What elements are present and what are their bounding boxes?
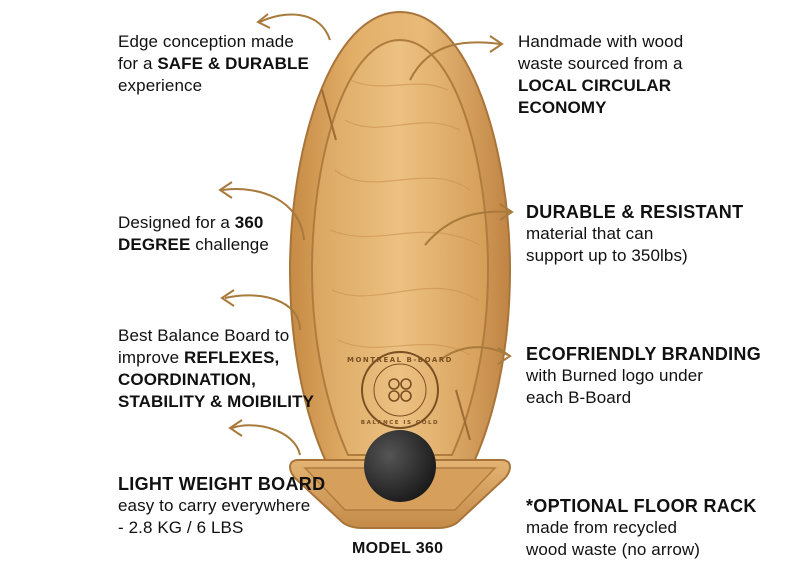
light-line2: - 2.8 KG / 6 LBS	[118, 518, 244, 537]
callout-durable: DURABLE & RESISTANT material that can su…	[526, 201, 743, 267]
wood-grain	[329, 79, 481, 356]
light-heading: LIGHT WEIGHT BOARD	[118, 474, 326, 494]
rack-line2: wood waste (no arrow)	[526, 540, 701, 559]
curved-arrow-icon	[409, 41, 501, 81]
curved-arrow-icon	[221, 188, 305, 241]
rack-line1: made from recycled	[526, 518, 678, 537]
callout-rack: *OPTIONAL FLOOR RACK made from recycled …	[526, 495, 757, 561]
handmade-line1: Handmade with wood	[518, 32, 684, 51]
curved-arrow-icon	[224, 294, 301, 331]
durable-heading: DURABLE & RESISTANT	[526, 202, 744, 222]
callout-eco: ECOFRIENDLY BRANDING with Burned logo un…	[526, 343, 761, 409]
eco-line2: each B-Board	[526, 388, 632, 407]
eco-line1: with Burned logo under	[526, 366, 704, 385]
curved-arrow-icon	[259, 13, 331, 41]
callout-light: LIGHT WEIGHT BOARD easy to carry everywh…	[118, 473, 325, 539]
rack-heading: *OPTIONAL FLOOR RACK	[526, 496, 757, 516]
edge-line1: Edge conception made	[118, 32, 294, 51]
degree-line1-bold: 360	[234, 213, 264, 232]
durable-line2: support up to 350lbs)	[526, 246, 688, 265]
curved-arrow-icon	[424, 210, 511, 246]
arrows	[218, 13, 514, 456]
edge-line3: experience	[118, 76, 203, 95]
logo-bottom-text: BALANCE IS GOLD	[361, 420, 439, 426]
curved-arrow-icon	[231, 424, 301, 456]
curved-arrow-icon	[439, 346, 509, 361]
light-line1: easy to carry everywhere	[118, 496, 311, 515]
handmade-line2: waste sourced from a	[518, 54, 683, 73]
handmade-line4: ECONOMY	[518, 98, 607, 117]
edge-line2-pre: for a	[118, 54, 158, 73]
balance-line3: COORDINATION,	[118, 370, 256, 389]
callout-degree: Designed for a 360 DEGREE challenge	[118, 212, 269, 256]
eco-heading: ECOFRIENDLY BRANDING	[526, 344, 762, 364]
callout-balance: Best Balance Board to improve REFLEXES, …	[118, 325, 314, 413]
balance-line2-pre: improve	[118, 348, 184, 367]
callout-handmade: Handmade with wood waste sourced from a …	[518, 31, 683, 119]
balance-line4: STABILITY & MOIBILITY	[118, 392, 315, 411]
clover-logo-icon	[361, 351, 439, 429]
degree-line2-post: challenge	[190, 235, 269, 254]
edge-line2-bold: SAFE & DURABLE	[157, 54, 309, 73]
balance-line2-bold: REFLEXES,	[184, 348, 280, 367]
handmade-line3: LOCAL CIRCULAR	[518, 76, 672, 95]
balance-ball	[364, 430, 436, 502]
degree-line2-bold: DEGREE	[118, 235, 191, 254]
callout-edge: Edge conception made for a SAFE & DURABL…	[118, 31, 309, 97]
degree-line1-pre: Designed for a	[118, 213, 235, 232]
durable-line1: material that can	[526, 224, 654, 243]
model-label: MODEL 360	[352, 540, 444, 557]
balance-line1: Best Balance Board to	[118, 326, 290, 345]
logo-top-text: MONTREAL B-BOARD	[347, 356, 453, 364]
